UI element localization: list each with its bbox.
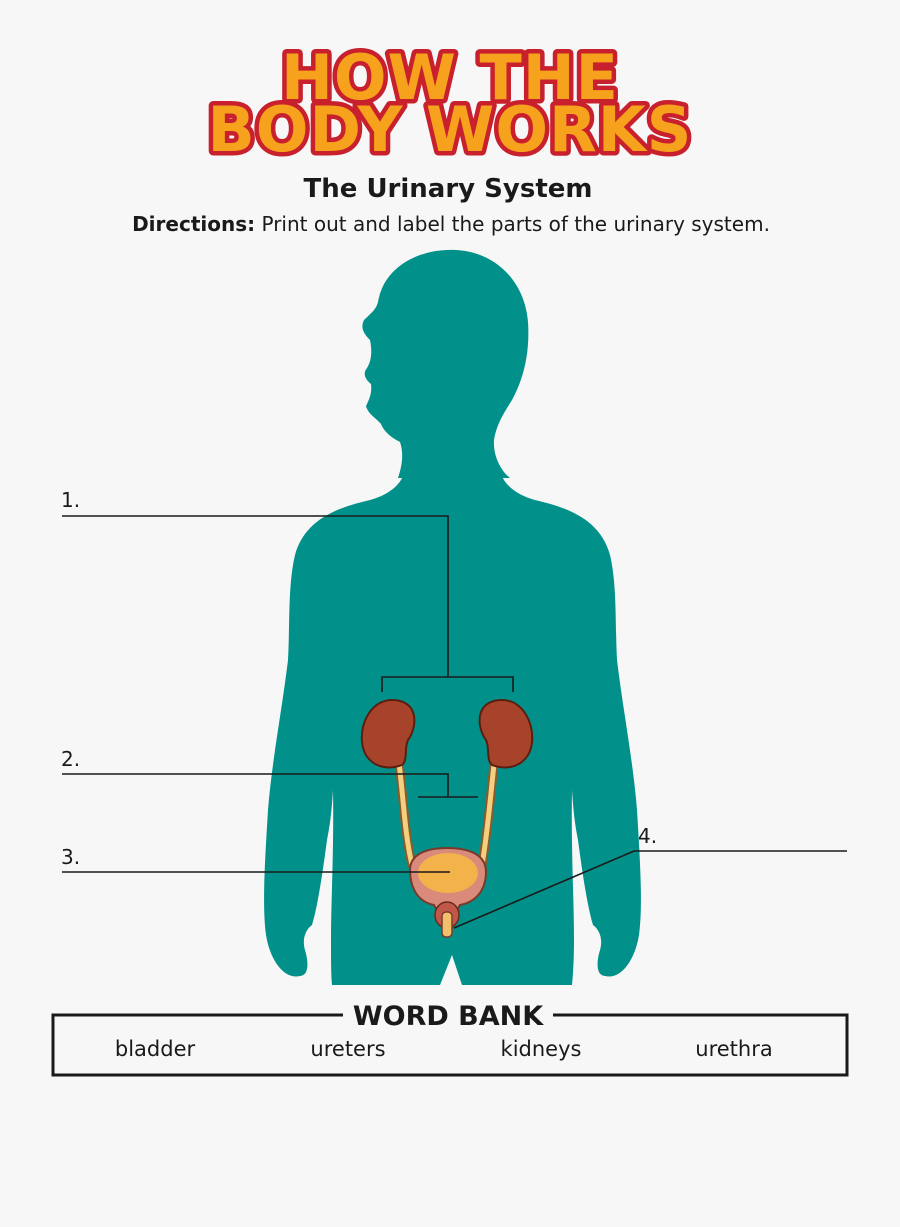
word-bank-title: WORD BANK xyxy=(353,1001,544,1032)
word-bank: WORD BANK bladder ureters kidneys urethr… xyxy=(51,1000,849,1077)
torso xyxy=(264,470,641,985)
label-number-3: 3. xyxy=(61,845,80,869)
word-bank-title-bg xyxy=(343,1000,553,1030)
label-number-4: 4. xyxy=(638,824,657,848)
leader-line-1 xyxy=(62,515,449,677)
word-bank-word-urethra: urethra xyxy=(695,1037,772,1061)
label-number-1: 1. xyxy=(61,488,80,512)
directions: Directions: Print out and label the part… xyxy=(132,212,770,236)
word-bank-word-ureters: ureters xyxy=(310,1037,385,1061)
directions-text: Print out and label the parts of the uri… xyxy=(255,212,770,236)
head xyxy=(362,249,529,478)
bladder-inner xyxy=(418,853,478,893)
leader-lines xyxy=(62,515,847,929)
left-kidney xyxy=(360,698,416,769)
body-silhouette xyxy=(264,249,641,985)
directions-label: Directions: xyxy=(132,212,255,236)
urethra xyxy=(441,911,453,938)
left-ureter-inner xyxy=(395,752,415,868)
word-bank-word-kidneys: kidneys xyxy=(501,1037,582,1061)
right-kidney xyxy=(478,698,534,769)
leader-line-1-bracket xyxy=(381,676,514,692)
leader-line-4 xyxy=(453,850,847,929)
leader-line-2 xyxy=(62,773,449,797)
logo-line-1: HOW THE xyxy=(281,41,619,114)
right-ureter-inner xyxy=(479,752,498,868)
urinary-organs xyxy=(360,698,534,938)
page-title: The Urinary System xyxy=(304,174,593,204)
logo-line-2: BODY WORKS xyxy=(208,93,693,166)
word-bank-word-bladder: bladder xyxy=(115,1037,196,1061)
logo: HOW THE BODY WORKS xyxy=(203,37,696,171)
label-number-2: 2. xyxy=(61,747,80,771)
